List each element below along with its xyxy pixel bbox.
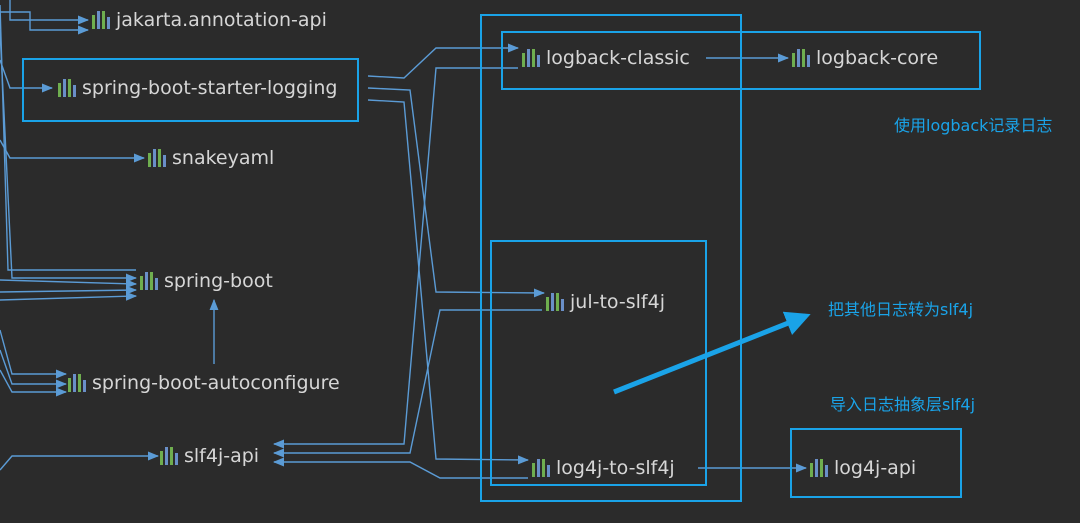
node-label: snakeyaml <box>172 147 275 169</box>
module-icon <box>160 447 178 465</box>
edge-classic-to-slf4j <box>272 67 518 449</box>
edge-starter-to-log4j <box>367 99 530 465</box>
node-label: logback-classic <box>546 47 690 69</box>
edge-starter-to-logback-classic <box>367 43 520 79</box>
starter-logging-box <box>22 58 359 122</box>
bridge-box <box>490 240 707 486</box>
module-icon <box>792 49 810 67</box>
bridge-note: 把其他日志转为slf4j <box>828 300 974 319</box>
node-jakarta-annotation-api[interactable]: jakarta.annotation-api <box>92 6 327 34</box>
edge-to-slf4j-api <box>0 451 160 471</box>
node-spring-boot-starter-logging[interactable]: spring-boot-starter-logging <box>58 74 337 102</box>
logback-box <box>501 31 981 90</box>
node-jul-to-slf4j[interactable]: jul-to-slf4j <box>546 288 665 316</box>
edge-to-snakeyaml <box>0 139 146 163</box>
node-spring-boot[interactable]: spring-boot <box>140 267 273 295</box>
node-label: jakarta.annotation-api <box>116 9 327 31</box>
edge-to-spring-boot-e <box>0 291 138 301</box>
edge-to-autoconfigure-c <box>0 369 68 397</box>
log4j-api-box <box>790 428 962 498</box>
node-label: spring-boot-starter-logging <box>82 77 338 99</box>
node-log4j-api[interactable]: log4j-api <box>810 454 916 482</box>
module-icon <box>546 293 564 311</box>
module-icon <box>522 49 540 67</box>
edge-to-jakarta <box>9 0 90 25</box>
node-label: spring-boot <box>164 270 273 292</box>
node-label: log4j-api <box>834 457 917 479</box>
edge-to-spring-boot-c <box>0 279 138 289</box>
node-label: spring-boot-autoconfigure <box>92 372 340 394</box>
module-icon <box>58 79 76 97</box>
module-icon <box>140 272 158 290</box>
edge-to-autoconfigure-b <box>0 349 68 389</box>
node-snakeyaml[interactable]: snakeyaml <box>148 144 274 172</box>
module-icon <box>532 459 550 477</box>
module-icon <box>92 11 110 29</box>
edge-to-autoconfigure-a <box>0 329 68 379</box>
edge-to-spring-boot-b <box>0 29 138 283</box>
node-label: jul-to-slf4j <box>570 291 665 313</box>
node-logback-classic[interactable]: logback-classic <box>522 44 690 72</box>
module-icon <box>68 374 86 392</box>
node-label: slf4j-api <box>184 445 260 467</box>
edge-log4j-to-slf4j <box>272 457 528 479</box>
edge-to-jakarta-2 <box>0 11 90 35</box>
edge-to-starter-logging <box>0 59 54 93</box>
edge-to-spring-boot-d <box>0 285 138 295</box>
node-spring-boot-autoconfigure[interactable]: spring-boot-autoconfigure <box>68 369 340 397</box>
module-icon <box>810 459 828 477</box>
node-label: log4j-to-slf4j <box>556 457 675 479</box>
abstraction-note: 导入日志抽象层slf4j <box>830 395 976 414</box>
bridge-arrow <box>613 311 811 395</box>
node-logback-core[interactable]: logback-core <box>792 44 938 72</box>
edge-to-spring-boot-a <box>0 4 136 271</box>
module-icon <box>148 149 166 167</box>
node-label: logback-core <box>816 47 939 69</box>
logging-implementation-box <box>480 14 742 502</box>
node-log4j-to-slf4j[interactable]: log4j-to-slf4j <box>532 454 675 482</box>
logback-note: 使用logback记录日志 <box>894 116 1053 135</box>
node-slf4j-api[interactable]: slf4j-api <box>160 442 259 470</box>
